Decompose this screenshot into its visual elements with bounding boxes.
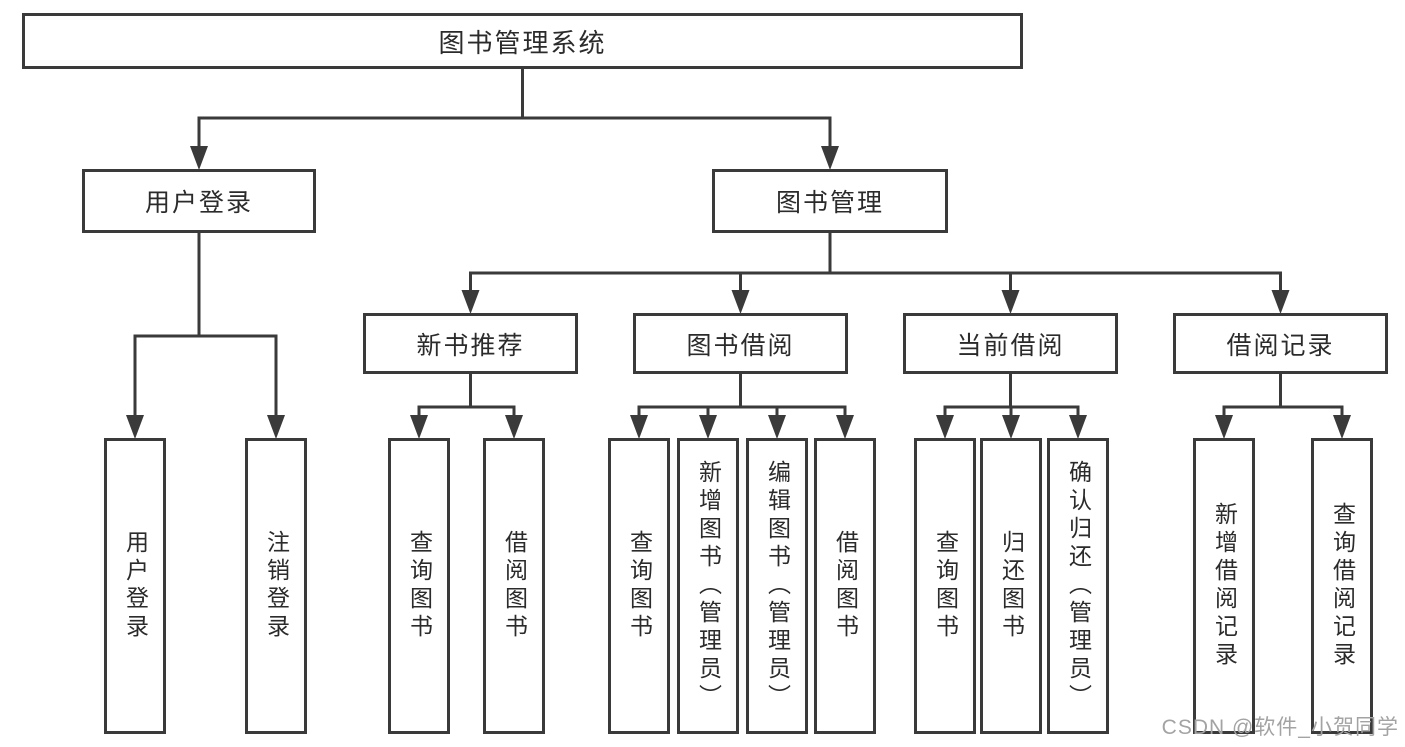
node-cb-query: 查询图书 [914, 438, 976, 734]
node-label: 图书管理系统 [438, 27, 607, 58]
watermark: CSDN @软件_小贺同学 [1161, 716, 1399, 739]
node-label: 新增借阅记录 [1211, 502, 1238, 670]
node-label: 编辑图书（管理员） [764, 460, 791, 712]
node-book-mgmt: 图书管理 [712, 169, 948, 233]
node-label: 借阅图书 [501, 530, 528, 642]
node-label: 用户登录 [122, 530, 149, 642]
node-leaf-user-login: 用户登录 [104, 438, 166, 734]
node-label: 查询图书 [932, 530, 959, 642]
node-leaf-logout: 注销登录 [245, 438, 307, 734]
node-bb-edit: 编辑图书（管理员） [746, 438, 808, 734]
node-cb-confirm: 确认归还（管理员） [1047, 438, 1109, 734]
node-label: 注销登录 [263, 530, 290, 642]
node-label: 确认归还（管理员） [1065, 460, 1092, 712]
node-new-book-rec: 新书推荐 [363, 313, 578, 374]
node-label: 用户登录 [144, 189, 253, 217]
node-cb-return: 归还图书 [980, 438, 1042, 734]
node-label: 新增图书（管理员） [695, 460, 722, 712]
node-book-borrow: 图书借阅 [633, 313, 848, 374]
node-label: 图书借阅 [686, 331, 795, 360]
node-nbr-borrow: 借阅图书 [483, 438, 545, 734]
node-borrow-record: 借阅记录 [1173, 313, 1388, 374]
node-label: 借阅图书 [832, 530, 859, 642]
node-label: 当前借阅 [956, 331, 1065, 360]
node-label: 借阅记录 [1226, 331, 1335, 360]
node-bb-borrow: 借阅图书 [814, 438, 876, 734]
node-label: 查询借阅记录 [1329, 502, 1356, 670]
node-bb-query: 查询图书 [608, 438, 670, 734]
node-nbr-query: 查询图书 [388, 438, 450, 734]
node-label: 归还图书 [998, 530, 1025, 642]
node-label: 新书推荐 [416, 331, 525, 360]
node-user-login: 用户登录 [82, 169, 316, 233]
node-root: 图书管理系统 [22, 13, 1023, 69]
node-current-borrow: 当前借阅 [903, 313, 1118, 374]
node-label: 查询图书 [626, 530, 653, 642]
node-label: 查询图书 [406, 530, 433, 642]
node-label: 图书管理 [775, 189, 884, 217]
node-br-add: 新增借阅记录 [1193, 438, 1255, 734]
node-bb-add: 新增图书（管理员） [677, 438, 739, 734]
node-br-query: 查询借阅记录 [1311, 438, 1373, 734]
